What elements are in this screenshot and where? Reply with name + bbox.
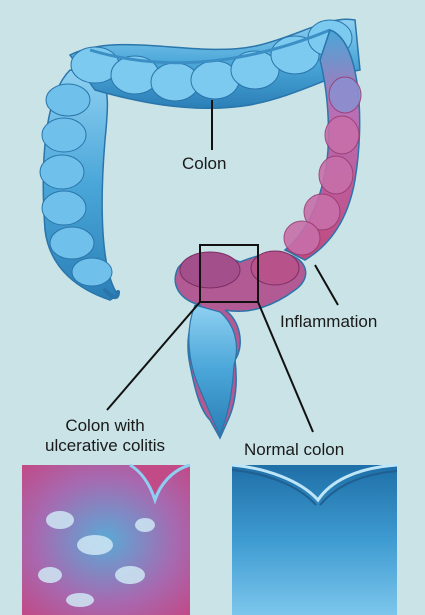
inflammation-leader-line [315, 265, 338, 305]
sigmoid-and-rectum [175, 251, 305, 438]
colitis-label-line1: Colon with [30, 416, 180, 436]
colon-label: Colon [182, 154, 226, 174]
colitis-label: Colon with ulcerative colitis [30, 416, 180, 456]
normal-closeup [232, 465, 397, 615]
transverse-colon [70, 19, 360, 108]
colitis-leader-line [107, 302, 200, 410]
inflammation-label: Inflammation [280, 312, 377, 332]
colitis-closeup [22, 465, 190, 615]
normal-colon-label: Normal colon [244, 440, 344, 460]
ascending-colon [40, 70, 118, 300]
colitis-label-line2: ulcerative colitis [30, 436, 180, 456]
